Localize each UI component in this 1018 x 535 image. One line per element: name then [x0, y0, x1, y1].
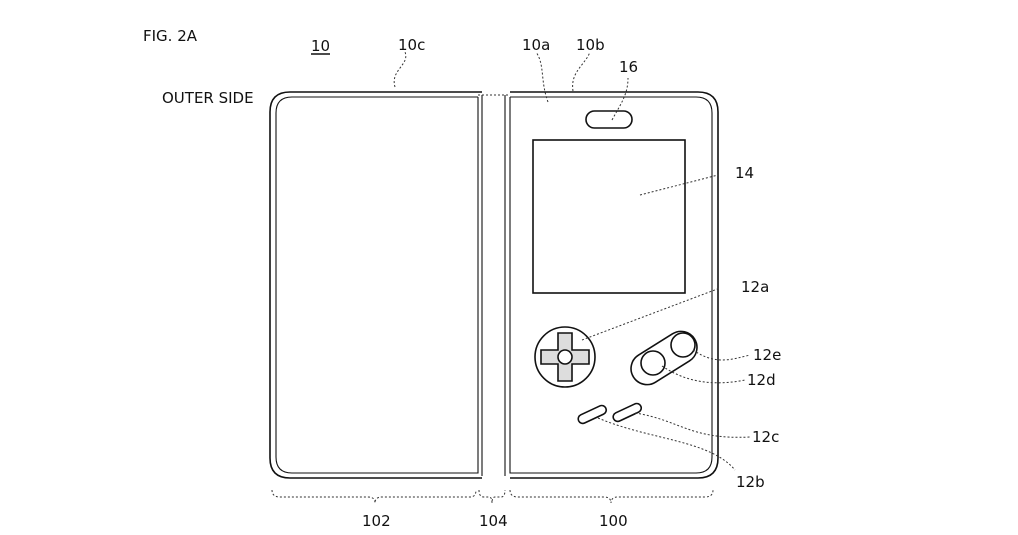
leader-10a: [535, 51, 549, 103]
start-button: [612, 402, 643, 423]
label-12b: 12b: [736, 473, 765, 491]
label-100: 100: [599, 512, 628, 530]
right-panel-outline: [510, 91, 719, 479]
label-10b: 10b: [576, 36, 605, 54]
right-panel-inner: [509, 96, 713, 474]
leader-12d: [661, 365, 746, 384]
dpad: [534, 326, 596, 388]
left-panel-outline: [269, 91, 482, 479]
label-10a: 10a: [522, 36, 550, 54]
left-panel-inner: [275, 96, 479, 474]
label-104: 104: [479, 512, 508, 530]
brace-102: [271, 489, 477, 504]
leader-10b: [572, 51, 591, 92]
label-16: 16: [619, 58, 638, 76]
leader-12a: [581, 287, 721, 341]
leader-12e: [692, 349, 751, 361]
label-102: 102: [362, 512, 391, 530]
side-label: OUTER SIDE: [162, 89, 254, 107]
leader-12b: [597, 417, 736, 471]
ab-buttons: [630, 330, 698, 386]
leader-16: [611, 77, 629, 121]
select-button: [577, 404, 608, 425]
device-ref: 10: [311, 37, 330, 55]
leader-10c: [393, 51, 407, 88]
brace-100: [509, 489, 714, 504]
label-12d: 12d: [747, 371, 776, 389]
leader-12c: [634, 412, 751, 438]
label-12e: 12e: [753, 346, 781, 364]
leader-14: [639, 174, 719, 196]
speaker-slot: [585, 110, 633, 129]
label-12a: 12a: [741, 278, 769, 296]
figure-title: FIG. 2A: [143, 27, 198, 45]
label-12c: 12c: [752, 428, 779, 446]
label-14: 14: [735, 164, 754, 182]
label-10c: 10c: [398, 36, 425, 54]
brace-104: [478, 489, 506, 504]
screen: [532, 139, 686, 294]
